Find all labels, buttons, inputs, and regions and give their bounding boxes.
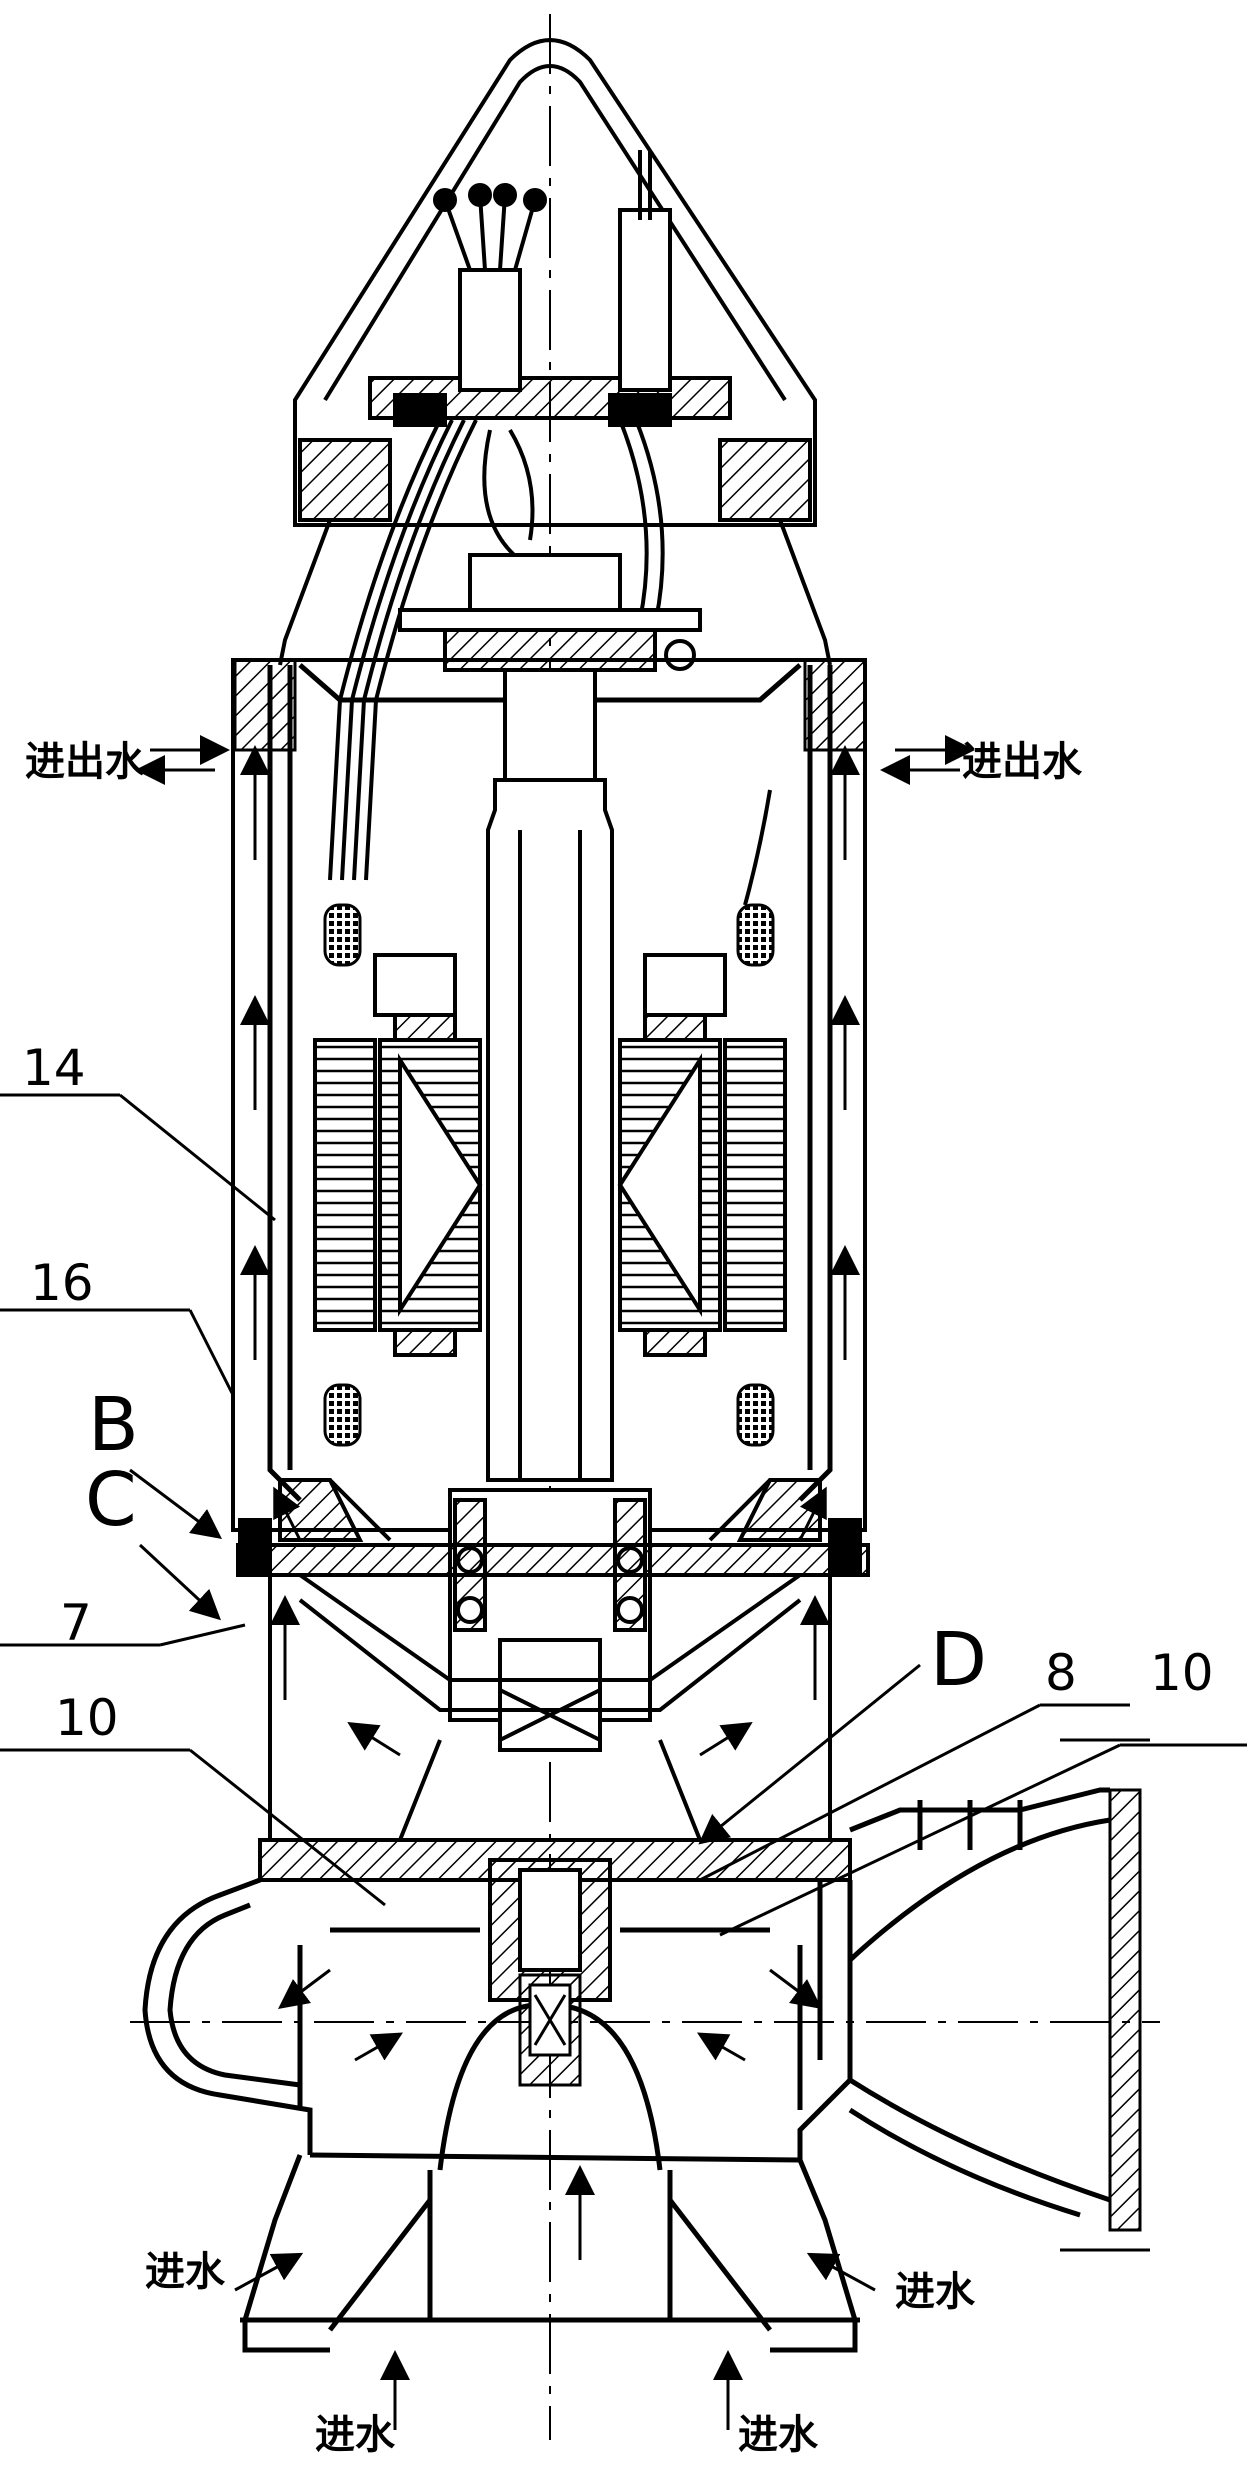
pump-upper-flange [258, 1838, 852, 2002]
winding-ends [323, 789, 775, 1447]
suction-base [240, 2154, 860, 2353]
motor-shaft [486, 668, 614, 1482]
label-8: 8 [1045, 1644, 1077, 1702]
external-flow-arrows [135, 735, 975, 2430]
discharge-elbow [848, 1738, 1150, 2252]
leader-lines [0, 1093, 1247, 1937]
label-C: C [85, 1457, 137, 1543]
label-water-in-out-right: 进出水 [962, 739, 1083, 785]
label-water-in-bottom-left: 进水 [315, 2412, 396, 2458]
label-water-in-bottom-right: 进水 [738, 2412, 819, 2458]
impeller [297, 1927, 803, 2171]
lifting-cover [278, 38, 832, 666]
label-B: B [88, 1382, 139, 1468]
motor-casing [233, 658, 867, 1502]
junction-block [398, 553, 702, 672]
bracket-plate [236, 1478, 870, 1712]
volute-casing [142, 1877, 853, 2163]
label-water-in-right: 进水 [895, 2269, 976, 2315]
label-14: 14 [22, 1039, 86, 1097]
label-7: 7 [60, 1594, 92, 1652]
label-10-right: 10 [1150, 1644, 1214, 1702]
label-water-in-out-left: 进出水 [25, 739, 146, 785]
stator-rotor [313, 953, 787, 1357]
power-cables [328, 419, 665, 881]
label-water-in-left: 进水 [145, 2249, 226, 2295]
internal-flow-arrows [270, 1486, 830, 2260]
jacket-flow-arrows [240, 745, 860, 1360]
label-10-left: 10 [55, 1689, 119, 1747]
label-16: 16 [30, 1254, 94, 1312]
label-D: D [930, 1617, 987, 1703]
